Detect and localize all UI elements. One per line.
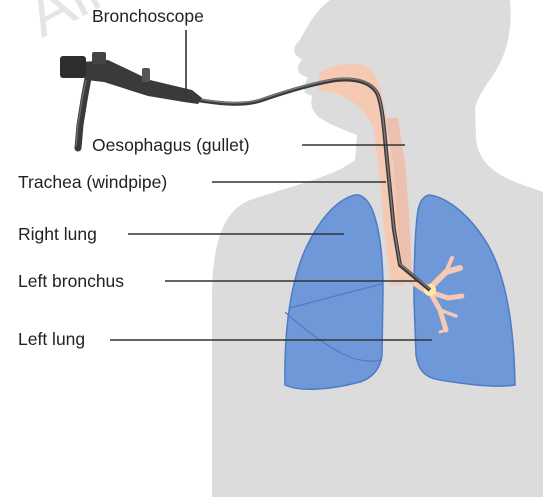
scope-body <box>82 60 202 104</box>
bronchus-branch-6 <box>440 330 446 332</box>
label-oesophagus: Oesophagus (gullet) <box>92 135 250 155</box>
scope-control-knob <box>92 52 106 64</box>
label-trachea: Trachea (windpipe) <box>18 172 167 192</box>
scope-valve-top <box>142 68 150 82</box>
label-left-bronchus: Left bronchus <box>18 271 124 291</box>
bronchoscope-handle <box>60 52 202 148</box>
label-right-lung: Right lung <box>18 224 97 244</box>
label-left-lung: Left lung <box>18 329 85 349</box>
label-bronchoscope: Bronchoscope <box>92 6 204 26</box>
scope-eyepiece <box>60 56 86 78</box>
